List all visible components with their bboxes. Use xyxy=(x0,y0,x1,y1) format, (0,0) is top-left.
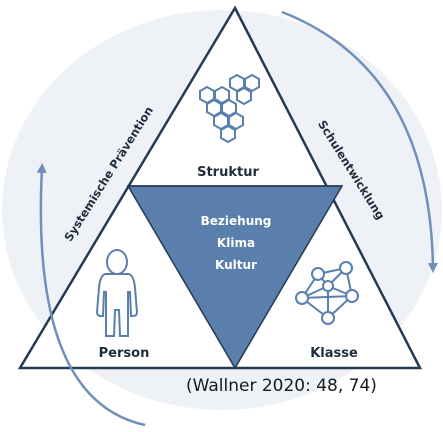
label-klasse: Klasse xyxy=(310,346,358,361)
label-beziehung: Beziehung xyxy=(201,214,272,228)
label-kultur: Kultur xyxy=(215,258,257,272)
label-person: Person xyxy=(99,346,150,361)
label-klima: Klima xyxy=(217,236,255,250)
network-icon xyxy=(295,261,359,325)
citation-caption: (Wallner 2020: 48, 74) xyxy=(186,376,377,396)
label-struktur: Struktur xyxy=(197,165,259,180)
left-cycle-arrow xyxy=(36,163,146,427)
person-icon xyxy=(95,249,139,337)
hexagon-structure-icon xyxy=(199,73,260,144)
right-cycle-arrow xyxy=(281,10,438,273)
